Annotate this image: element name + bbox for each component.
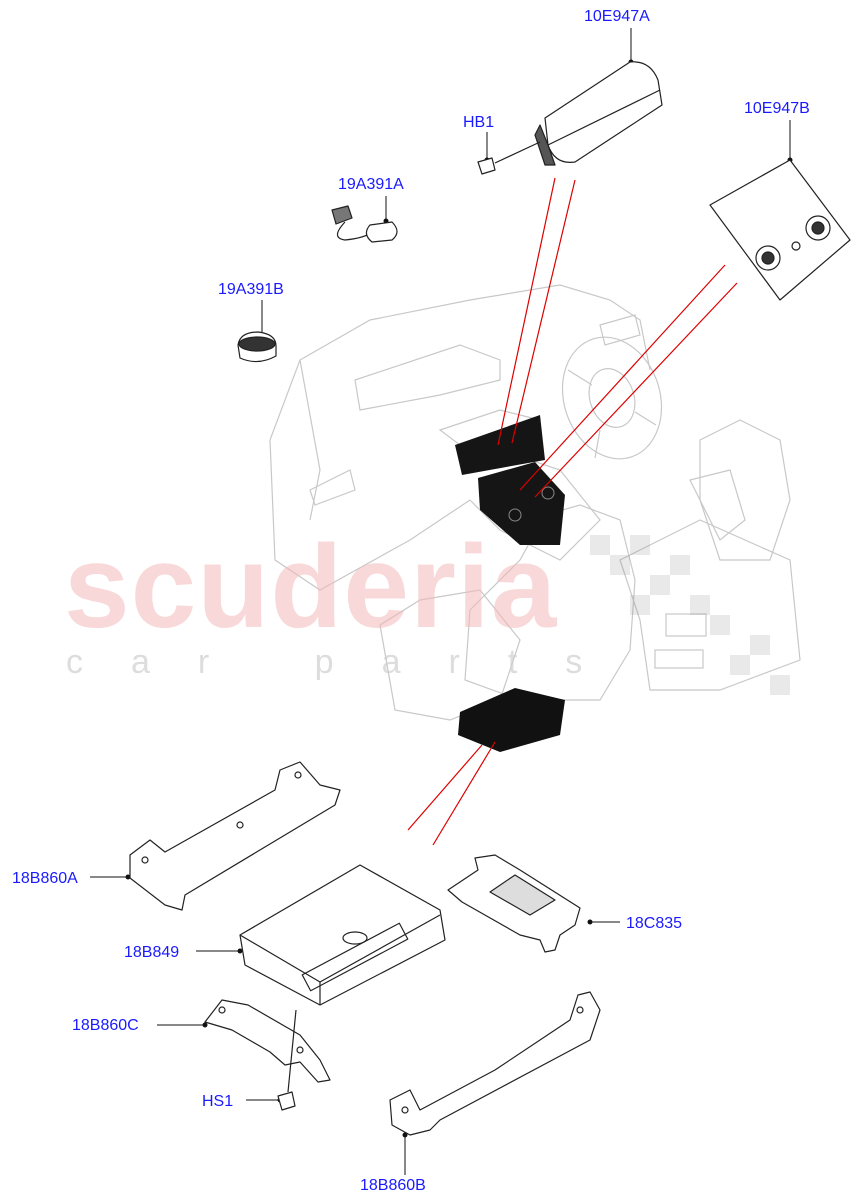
- callout-lines: [407, 177, 738, 846]
- watermark-flag: [590, 535, 790, 695]
- bolt-hb1-part: [477, 141, 541, 175]
- bracket-18b860a-part: [129, 761, 341, 911]
- installed-module-position: [458, 688, 565, 752]
- label-18b860a[interactable]: 18B860A: [12, 870, 78, 887]
- bracket-18c835-part: [447, 854, 581, 953]
- touchscreen-display-lower-panel-part: [709, 159, 851, 301]
- control-module-18b849-part: [239, 864, 446, 1006]
- label-hs1[interactable]: HS1: [202, 1093, 234, 1110]
- label-hb1[interactable]: HB1: [463, 114, 495, 131]
- bracket-18b860c-part: [204, 999, 331, 1083]
- touchscreen-display-upper-part: [534, 61, 663, 166]
- label-10e947a[interactable]: 10E947A: [584, 8, 650, 25]
- bracket-18b860b-part: [389, 991, 601, 1136]
- wiring-harness-part: [331, 205, 398, 243]
- leader-lines: [90, 28, 791, 1175]
- control-knob-part: [237, 331, 277, 363]
- label-18b849[interactable]: 18B849: [124, 944, 180, 961]
- watermark-brand: scuderia: [64, 521, 558, 653]
- label-19a391a[interactable]: 19A391A: [338, 176, 404, 193]
- label-18b860c[interactable]: 18B860C: [72, 1017, 139, 1034]
- label-10e947b[interactable]: 10E947B: [744, 100, 810, 117]
- label-18c835[interactable]: 18C835: [626, 915, 683, 932]
- label-19a391b[interactable]: 19A391B: [218, 281, 284, 298]
- label-18b860b[interactable]: 18B860B: [360, 1177, 426, 1194]
- screw-hs1-part: [277, 1009, 297, 1111]
- installed-display-position: [455, 415, 565, 545]
- watermark-tagline: car parts: [66, 643, 631, 681]
